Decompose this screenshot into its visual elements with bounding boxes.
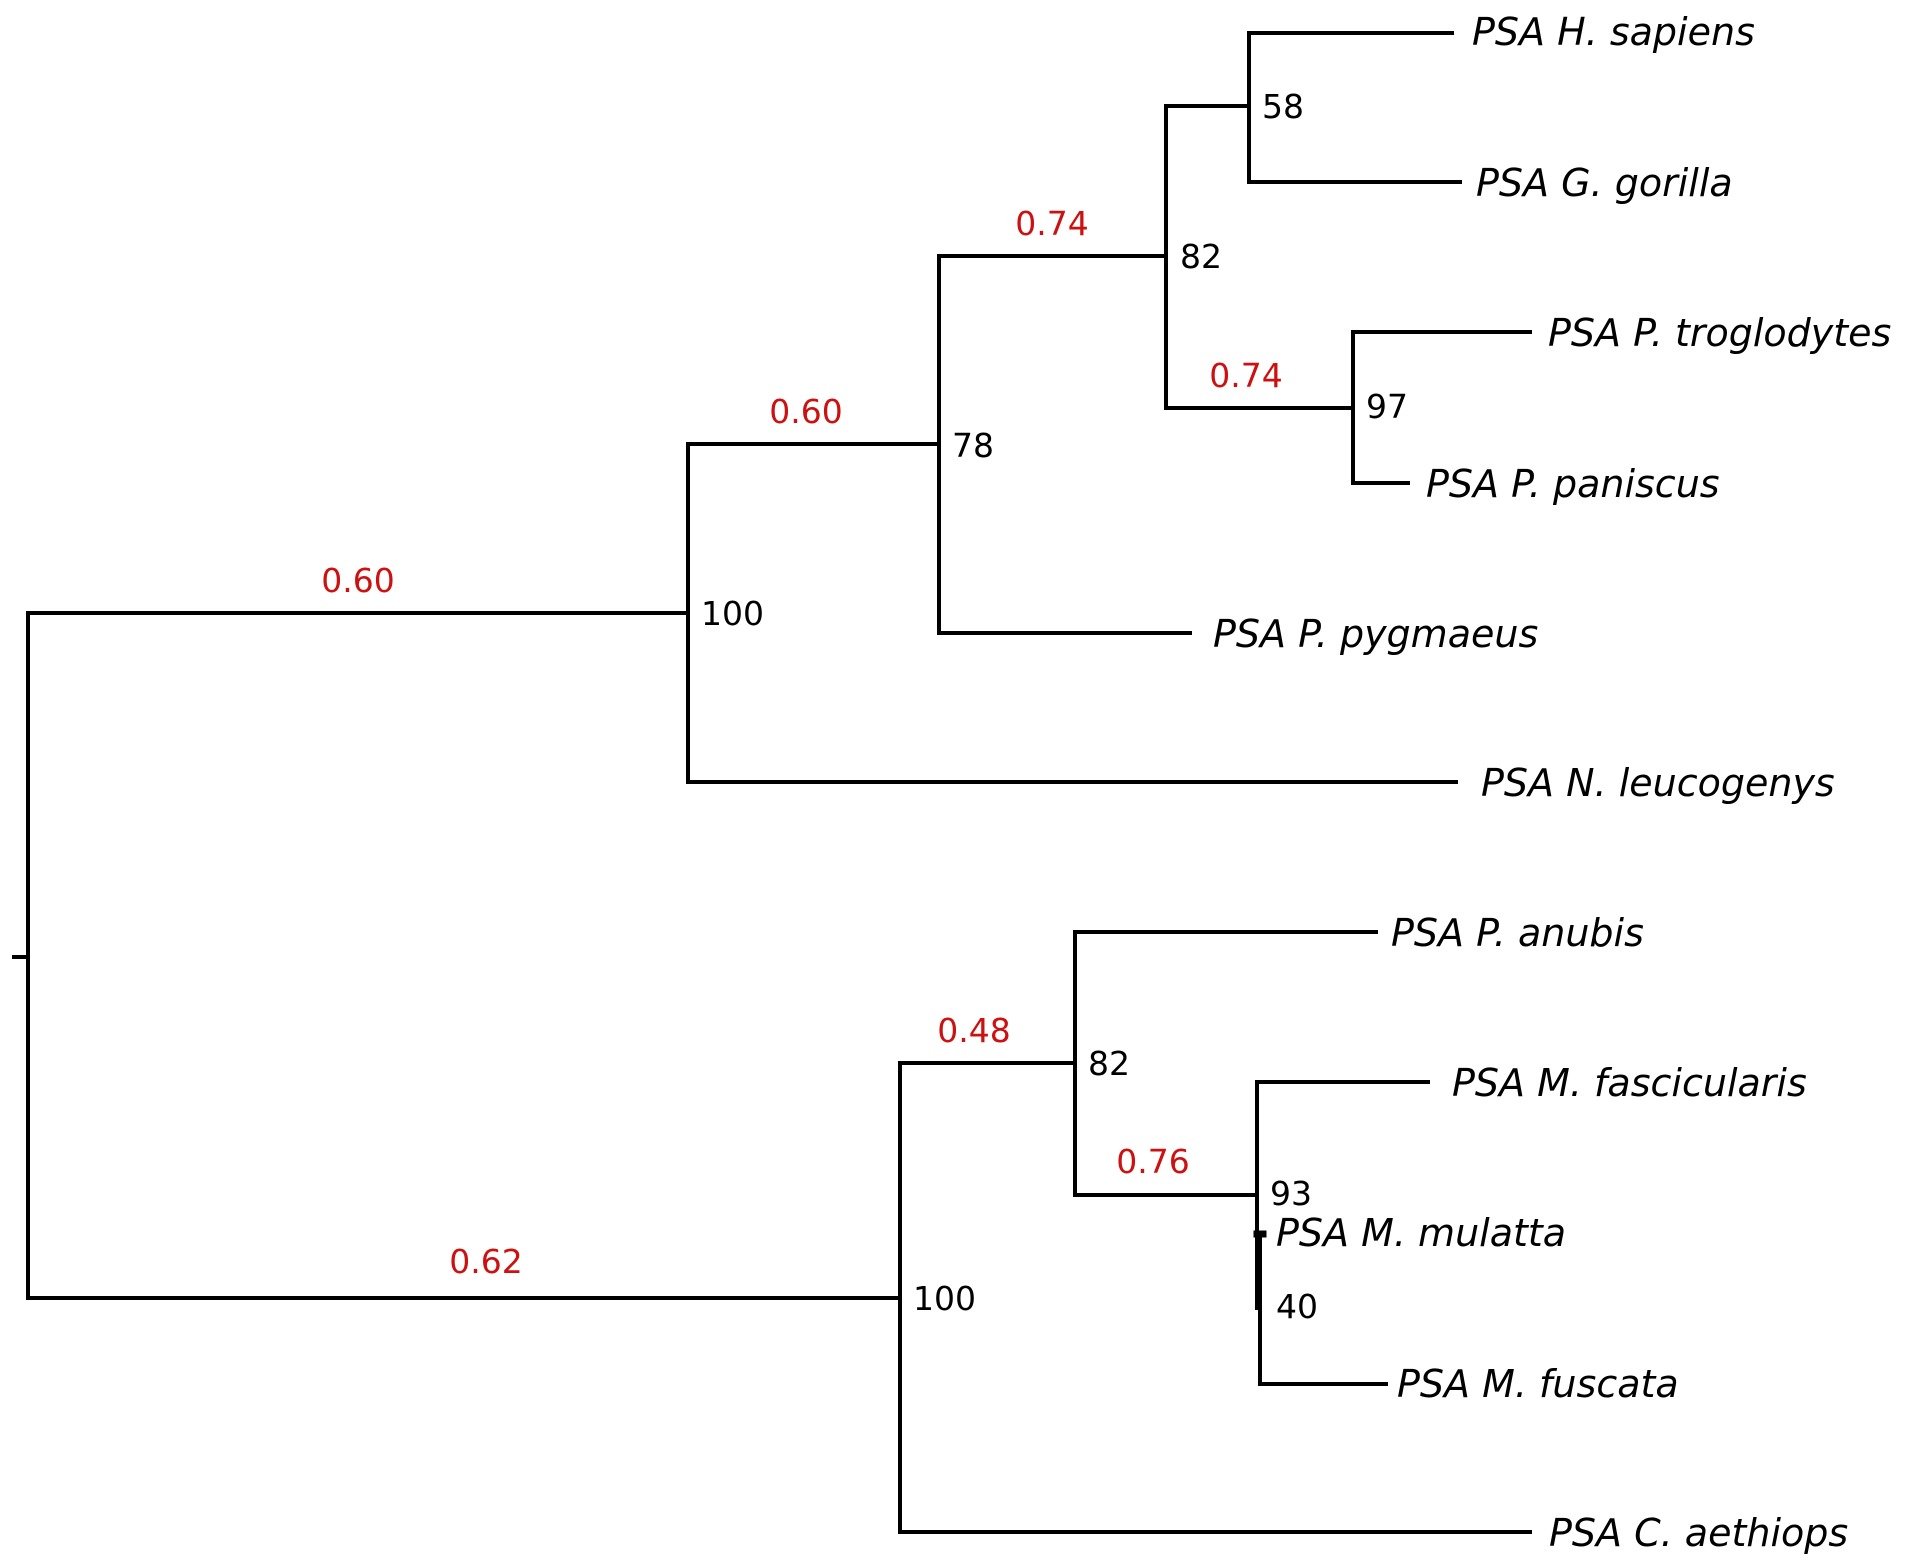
posterior-value-node-97: 0.74 [1209,356,1282,395]
taxon-label-p-troglodytes: PSA P. troglodytes [1548,311,1891,355]
taxon-label-c-aethiops: PSA C. aethiops [1549,1511,1848,1555]
taxon-label-n-leucogenys: PSA N. leucogenys [1481,761,1835,805]
posterior-value-node-100-upper: 0.60 [321,561,394,600]
bootstrap-value-node-40: 40 [1276,1287,1318,1326]
bootstrap-value-node-100-lower: 100 [913,1279,976,1318]
bootstrap-value-node-82-upper: 82 [1180,237,1222,276]
posterior-value-node-82-upper: 0.74 [1015,204,1088,243]
posterior-value-node-82-lower: 0.48 [937,1011,1010,1050]
taxon-label-m-mulatta: PSA M. mulatta [1276,1211,1566,1255]
taxon-label-g-gorilla: PSA G. gorilla [1476,161,1733,205]
posterior-value-node-100-lower: 0.62 [449,1242,522,1281]
bootstrap-value-node-78: 78 [952,426,994,465]
posterior-value-node-78: 0.60 [769,392,842,431]
bootstrap-value-node-82-lower: 82 [1088,1044,1130,1083]
taxon-label-h-sapiens: PSA H. sapiens [1472,10,1755,54]
bootstrap-value-node-97: 97 [1366,387,1408,426]
posterior-value-node-93: 0.76 [1116,1142,1189,1181]
bootstrap-value-node-93: 93 [1270,1174,1312,1213]
taxon-label-m-fascicularis: PSA M. fascicularis [1452,1061,1807,1105]
taxon-label-m-fuscata: PSA M. fuscata [1397,1362,1679,1406]
taxon-label-p-paniscus: PSA P. paniscus [1426,462,1720,506]
taxon-label-p-anubis: PSA P. anubis [1391,911,1644,955]
taxon-label-p-pygmaeus: PSA P. pygmaeus [1213,612,1538,656]
bootstrap-value-node-100-upper: 100 [701,594,764,633]
bootstrap-value-node-58: 58 [1262,87,1304,126]
